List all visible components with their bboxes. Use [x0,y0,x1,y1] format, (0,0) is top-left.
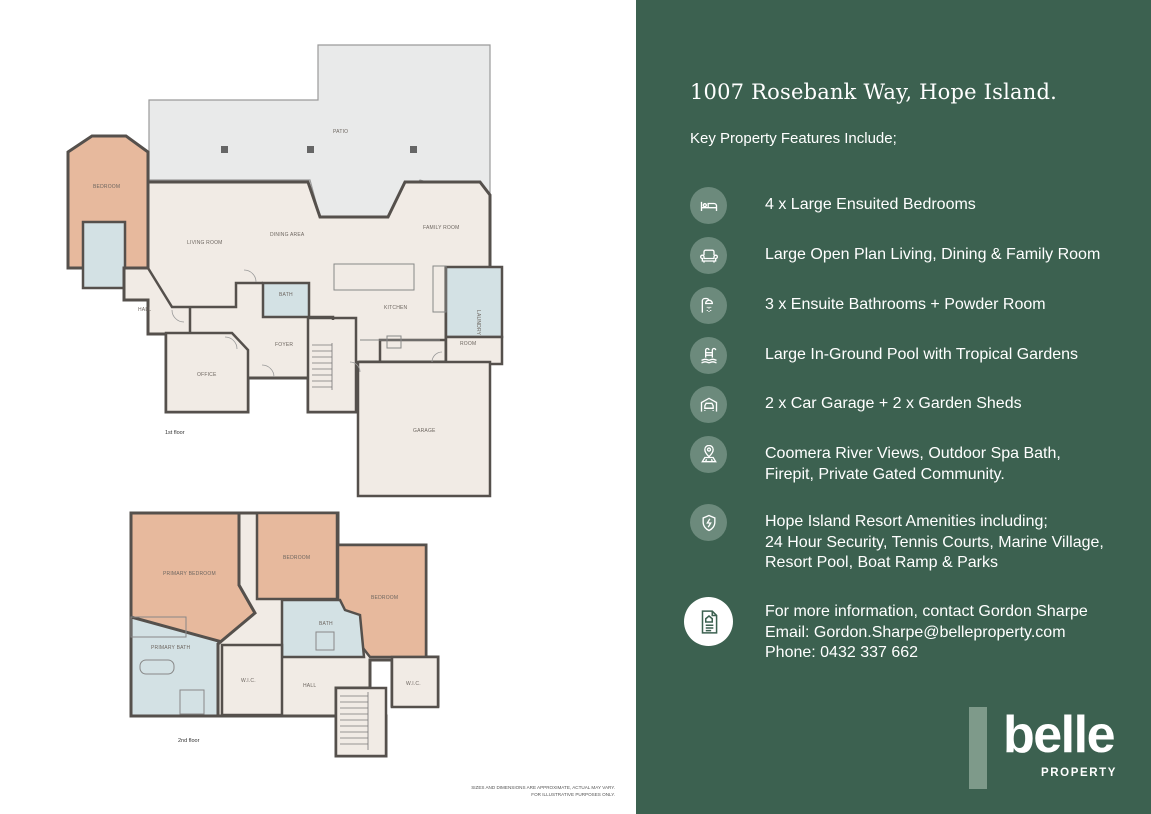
logo-wordmark: belle [1003,706,1116,764]
contact-line-phone[interactable]: Phone: 0432 337 662 [765,644,919,661]
room-label-dining-area: DINING AREA [270,232,305,238]
location-icon [690,436,727,473]
floor-label-1st: 1st floor [165,430,185,436]
room-label-patio: PATIO [333,129,348,135]
shower-icon [690,287,727,324]
room-label-hall-2: HALL [303,683,316,689]
room-label-living-room: LIVING ROOM [187,240,223,246]
disclaimer-line-2: FOR ILLUSTRATIVE PURPOSES ONLY. [531,792,615,797]
room-label-wic-2: W.I.C. [406,681,421,687]
room-label-bedroom-2: BEDROOM [283,555,310,561]
room-label-garage: GARAGE [413,428,436,434]
feature-text: 3 x Ensuite Bathrooms + Powder Room [765,296,1046,313]
room-label-primary-bath: PRIMARY BATH [151,645,191,651]
feature-text-line: Coomera River Views, Outdoor Spa Bath, [765,445,1061,462]
features-heading: Key Property Features Include; [690,130,897,147]
disclaimer-line-1: SIZES AND DIMENSIONS ARE APPROXIMATE, AC… [471,785,615,790]
floor-plan-drawing: PATIO BEDROOM LIVING ROOM DINING AREA FA… [66,44,615,797]
armchair-icon [690,237,727,274]
feature-text-line: 24 Hour Security, Tennis Courts, Marine … [765,533,1104,551]
document-house-icon [684,597,733,646]
feature-text: 4 x Large Ensuited Bedrooms [765,196,976,213]
room-label-hall: HALL [138,307,151,313]
room-label-wic: W.I.C. [241,678,256,684]
property-info-panel: 1007 Rosebank Way, Hope Island. Key Prop… [636,0,1151,814]
room-label-room: ROOM [460,341,476,347]
feature-text-multiline: Hope Island Resort Amenities including; … [765,512,1104,574]
room-label-family-room: FAMILY ROOM [423,225,459,231]
contact-line-email[interactable]: Email: Gordon.Sharpe@belleproperty.com [765,623,1066,641]
property-address: 1007 Rosebank Way, Hope Island. [690,80,1058,104]
feature-text-line: Hope Island Resort Amenities including; [765,513,1048,530]
contact-text: For more information, contact Gordon Sha… [765,602,1088,664]
logo-subtitle: PROPERTY [1041,767,1118,779]
room-label-bath-2: BATH [319,621,333,627]
room-label-foyer: FOYER [275,342,293,348]
logo-bar [969,707,987,789]
feature-text-line: Firepit, Private Gated Community. [765,465,1005,483]
room-label-office: OFFICE [197,372,217,378]
room-label-bath: BATH [279,292,293,298]
floor-plan: PATIO BEDROOM LIVING ROOM DINING AREA FA… [66,44,615,797]
room-label-kitchen: KITCHEN [384,305,408,311]
contact-line-name: For more information, contact Gordon Sha… [765,603,1088,620]
feature-text: Large In-Ground Pool with Tropical Garde… [765,346,1079,363]
floor-label-2nd: 2nd floor [178,738,200,744]
feature-text-multiline: Coomera River Views, Outdoor Spa Bath, F… [765,444,1061,485]
shield-icon [690,504,727,541]
feature-text: Large Open Plan Living, Dining & Family … [765,246,1101,263]
room-label-primary-bedroom: PRIMARY BEDROOM [163,571,216,577]
garage-icon [690,386,727,423]
room-label-bedroom: BEDROOM [93,184,120,190]
bed-icon [690,187,727,224]
pool-icon [690,337,727,374]
feature-text-line: Resort Pool, Boat Ramp & Parks [765,554,998,571]
feature-text: 2 x Car Garage + 2 x Garden Sheds [765,395,1022,412]
room-label-laundry: LAUNDRY [475,310,481,336]
room-label-bedroom-3: BEDROOM [371,595,398,601]
